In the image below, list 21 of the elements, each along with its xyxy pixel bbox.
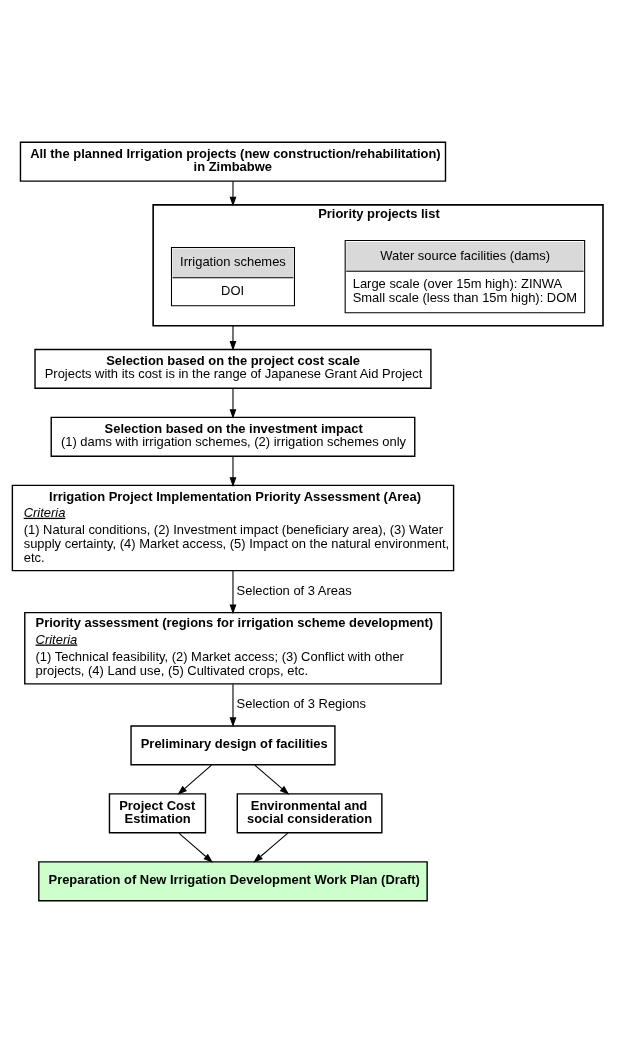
node-box: Selection based on the investment impact (1) dams with irrigation schemes, (2) irrigation schemes only	[50, 416, 416, 457]
arrow	[254, 764, 290, 795]
node-box: All the planned Irrigation projects (new construction/rehabilitation) in Zimbabwe	[19, 141, 447, 182]
arrow	[229, 570, 237, 615]
arrow	[229, 180, 237, 207]
arrow	[178, 832, 213, 863]
node-box: Project Cost Estimation	[108, 793, 207, 834]
node-box: Selection based on the project cost scale Projects with its cost is in the range of Japanese Grant Aid Project	[34, 348, 432, 389]
node-box: Irrigation Project Implementation Priority Assessment (Area) Criteria (1) Natural conditions, (2) Investment impact (beneficiary area), (3) Water supply certainty, (4) Market access, (5) Impact on the natural environment, etc.	[11, 484, 455, 572]
arrow	[177, 764, 213, 795]
edge-label: Selection of 3 Regions	[236, 696, 367, 712]
node-box: Environmental and social consideration	[236, 793, 383, 834]
arrow	[253, 832, 289, 863]
node-box: Preparation of New Irrigation Development Work Plan (Draft)	[38, 861, 428, 902]
arrow	[229, 325, 237, 351]
arrow	[229, 455, 237, 487]
arrow	[229, 683, 237, 728]
arrow	[229, 388, 237, 419]
edge-label: Selection of 3 Areas	[236, 582, 352, 598]
node-box: Priority assessment (regions for irrigation scheme development) Criteria (1) Technical feasibility, (2) Market access; (3) Conflict with other projects, (4) Land use, (5) Cultivated crops, etc.	[24, 611, 442, 685]
node-box: Preliminary design of facilities	[130, 725, 336, 766]
